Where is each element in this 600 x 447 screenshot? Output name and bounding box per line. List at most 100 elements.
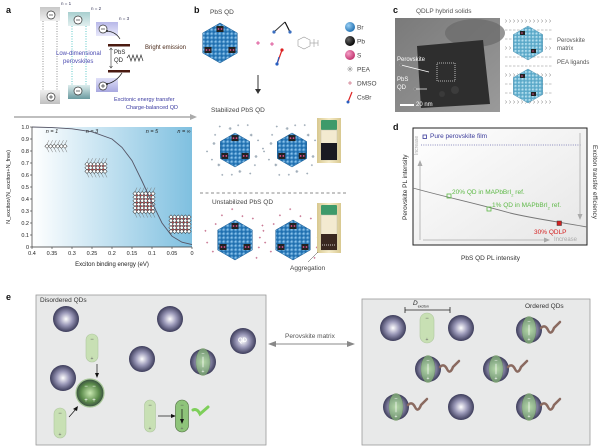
svg-text:+: + (181, 426, 184, 432)
panel-b-label: b (194, 5, 200, 15)
arrow-icon (68, 408, 77, 418)
x-increase-label: Increase (554, 237, 578, 243)
plus-sign-icon (294, 124, 297, 127)
legend-label: CsBr (357, 95, 372, 102)
panel-a-label: a (6, 5, 12, 15)
svg-text:+: + (427, 376, 430, 382)
plus-sign-icon (258, 236, 261, 239)
n-annotation: n = 5 (146, 129, 159, 135)
qd-valence-band (108, 70, 130, 73)
y-axis-label: N_exciton/(N_exciton+N_free) (6, 150, 12, 224)
plus-sign-icon (230, 173, 233, 176)
y-axis-label: Perovskite PL intensity (402, 154, 409, 220)
qdlp-label: 30% QDLP (534, 229, 567, 236)
tem-image-and-schematic (395, 18, 552, 112)
y-tick-label: 0.6 (21, 173, 29, 179)
stabilized-label: Stabilized PbS QD (211, 107, 265, 114)
svg-text:+: + (528, 414, 531, 420)
svg-text:−: − (527, 397, 530, 403)
svg-text:+: + (91, 356, 94, 362)
legend-label: PEA (357, 67, 371, 74)
perovskite-lattice-icon (132, 187, 156, 218)
ordered-title: Ordered QDs (525, 303, 564, 310)
charged-qd-icon: −−++ (75, 378, 105, 408)
energy-transfer-diagram (14, 7, 197, 120)
y-tick-label: 0.2 (21, 221, 29, 227)
perovskite-lattice-icon (168, 214, 192, 234)
legend-item-csbr: CsBr (346, 91, 372, 104)
y-increase-label: Increase (414, 135, 420, 155)
y-tick-label: 0.8 (21, 149, 29, 155)
x-tick-label: 0.35 (47, 251, 58, 257)
level-n3-label: n = 3 (119, 16, 130, 21)
y-tick-label: 0.9 (21, 137, 29, 143)
quantum-dot-icon (448, 394, 474, 420)
panel-d-label: d (393, 122, 399, 132)
perovskite-matrix-label: Perovskite matrix (285, 333, 335, 340)
y-tick-label: 0 (26, 245, 29, 251)
svg-text:+: + (528, 337, 531, 343)
plus-sign-icon (272, 223, 275, 226)
quantum-dot-icon (129, 346, 155, 372)
plus-sign-icon (261, 147, 264, 150)
transfer-arrow-icon (106, 30, 121, 40)
x-tick-label: 0.1 (148, 251, 156, 257)
svg-text:+: + (92, 398, 96, 404)
qd-label: QD (114, 58, 123, 64)
dmso-icon (348, 81, 352, 85)
legend-item-dmso: DMSO (348, 81, 377, 88)
plus-sign-icon (221, 173, 224, 176)
quantum-dot-icon (50, 365, 76, 391)
plus-sign-icon (271, 133, 274, 136)
zoom-box (436, 62, 456, 82)
ligand-molecule-icon (269, 141, 273, 145)
plus-sign-icon (257, 246, 260, 249)
csbr-molecule-icon (275, 48, 284, 66)
y-tick-label: 0.5 (21, 185, 29, 191)
charge-balanced-label: Charge-balanced QD (126, 105, 178, 111)
legend-label: Br (357, 25, 364, 32)
x-tick-label: 0.15 (127, 251, 138, 257)
svg-text:−: − (527, 320, 530, 326)
ligand-molecule-icon (238, 169, 242, 173)
n-annotation: n = 3 (86, 129, 99, 135)
emitting-qd-icon: −+ (383, 393, 429, 421)
svg-text:−: − (494, 359, 497, 365)
plus-sign-icon (278, 214, 281, 217)
pure-film-marker (422, 134, 427, 139)
perovskites-label: perovskites (63, 59, 94, 65)
x-tick-label: 0.3 (68, 251, 76, 257)
ligand-molecule-icon (347, 66, 353, 72)
plus-sign-icon (246, 124, 249, 127)
ligand-molecule-icon (295, 169, 299, 173)
ref1-label: 1% QD in MAPbBrI2 ref. (492, 202, 562, 211)
dmso-molecule-icon (272, 21, 292, 34)
unstabilized-label: Unstabilized PbS QD (212, 199, 274, 206)
qdlp-marker (556, 220, 562, 226)
unstabilized-qd-icon (217, 219, 253, 261)
svg-text:+: + (84, 398, 88, 404)
perovskite-crystal (417, 40, 490, 108)
ligand-molecule-icon (228, 127, 232, 131)
qd-conduction-band (108, 44, 130, 47)
legend-label: Pb (357, 39, 365, 46)
svg-text:−: − (394, 397, 397, 403)
emission-wave-icon (539, 397, 562, 411)
y-tick-label: 0.7 (21, 161, 29, 167)
exciton-icon: −+ (175, 399, 189, 433)
quantum-dot-icon (230, 328, 256, 354)
plot-frame (412, 127, 588, 246)
exciton-icon: −+ (53, 407, 67, 439)
plus-sign-icon (309, 217, 312, 220)
svg-text:+: + (59, 432, 62, 438)
svg-text:−: − (90, 337, 94, 343)
plus-sign-icon (269, 250, 272, 253)
exciton-icon: −+ (419, 312, 435, 344)
ligand-molecule-icon (285, 127, 289, 131)
plus-sign-icon (275, 125, 278, 128)
plus-sign-icon (303, 124, 306, 127)
ligand-molecule-icon (249, 133, 253, 137)
plus-sign-icon (255, 256, 258, 259)
